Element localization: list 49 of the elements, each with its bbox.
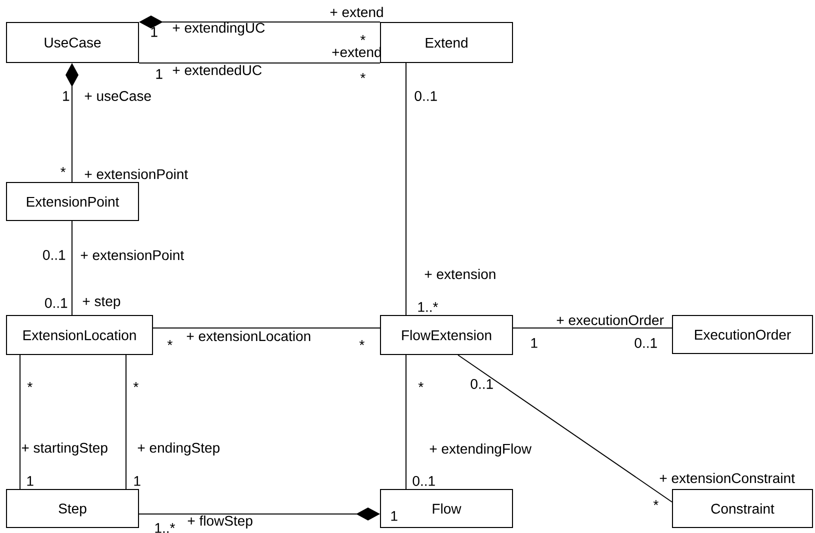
role-label: + executionOrder: [556, 314, 664, 326]
role-label: 1..*: [418, 302, 438, 312]
class-box: FlowExtension: [380, 315, 513, 355]
role-label: 0..1: [470, 379, 493, 389]
role-label: 1: [156, 69, 162, 79]
role-label: + extendingFlow: [430, 443, 532, 457]
role-label: 1: [134, 476, 140, 486]
role-label: 1: [391, 511, 398, 521]
role-label: 0..1: [43, 250, 66, 260]
role-label: *: [359, 340, 364, 346]
role-label: *: [360, 35, 366, 40]
role-label: + extension: [424, 268, 496, 280]
class-box: Step: [6, 489, 139, 528]
class-box: ExtensionPoint: [6, 182, 139, 221]
role-label: + useCase: [84, 91, 151, 101]
role-label: *: [653, 500, 658, 506]
role-label: + startingStep: [22, 442, 108, 456]
role-label: + extensionPoint: [80, 250, 184, 260]
class-box: ExecutionOrder: [672, 315, 813, 354]
role-label: 1..*: [155, 523, 176, 533]
role-label: 0..1: [634, 338, 657, 348]
role-label: 1: [63, 91, 70, 101]
role-label: 0..1: [412, 476, 435, 486]
class-box: UseCase: [6, 22, 139, 63]
association-line: [458, 354, 672, 502]
role-label: *: [167, 340, 172, 346]
role-label: + extensionConstraint: [660, 472, 795, 484]
role-label: 0..1: [414, 91, 437, 101]
role-label: + extendedUC: [172, 64, 262, 76]
class-box: Extend: [380, 22, 513, 63]
role-label: 1: [27, 476, 34, 486]
role-label: *: [418, 382, 424, 388]
class-box: Constraint: [672, 489, 813, 528]
role-label: + extendingUC: [172, 22, 265, 36]
role-label: 0..1: [45, 298, 68, 308]
role-label: 1: [151, 27, 158, 37]
role-label: + extensionLocation: [186, 330, 310, 342]
role-label: + flowStep: [188, 515, 252, 528]
role-label: + endingStep: [138, 442, 220, 456]
association-line: [138, 62, 380, 64]
role-label: *: [360, 73, 366, 78]
role-label: *: [60, 167, 66, 172]
role-label: + extensionPoint: [84, 168, 188, 180]
role-label: 1: [531, 338, 538, 348]
role-label: + step: [82, 297, 120, 309]
role-label: *: [27, 382, 32, 388]
role-label: + extend: [330, 6, 383, 18]
class-box: ExtensionLocation: [6, 315, 153, 355]
role-label: *: [133, 382, 138, 388]
